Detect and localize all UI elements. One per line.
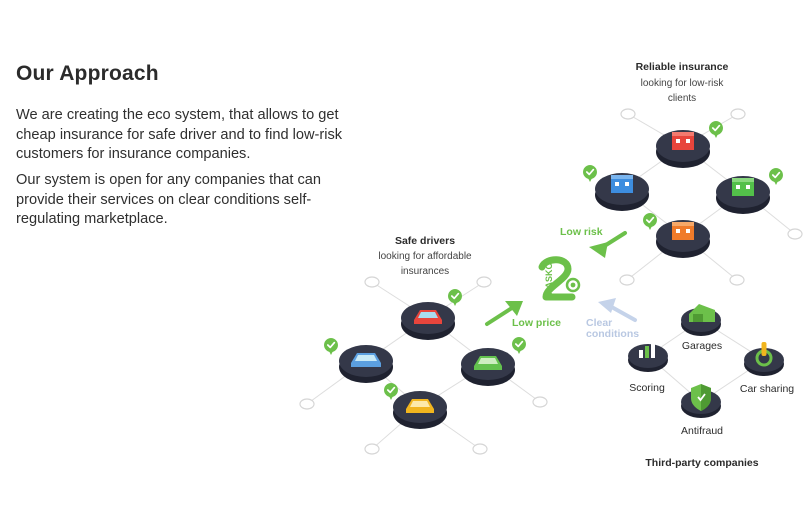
scoring-label: Scoring xyxy=(629,382,665,394)
service-node-antifraud xyxy=(681,384,721,418)
blue-building-icon xyxy=(611,175,633,193)
low-price-label: Low price xyxy=(512,317,561,329)
yellow-car-icon xyxy=(406,399,434,413)
scoring-chart-icon xyxy=(639,342,655,358)
reliable-insurance-line1: looking for low-risk xyxy=(641,78,725,89)
red-car-icon xyxy=(414,310,442,324)
reliable-insurance-line2: clients xyxy=(668,93,696,104)
red-building-icon xyxy=(672,132,694,150)
section-heading: Our Approach xyxy=(16,62,159,85)
service-node-car-sharing xyxy=(744,342,784,376)
orange-building-icon xyxy=(672,222,694,240)
antifraud-label: Antifraud xyxy=(681,425,723,437)
safe-drivers-title: Safe drivers xyxy=(395,235,455,247)
car-node-yellow xyxy=(383,382,447,429)
low-price-arrow xyxy=(485,301,523,326)
shield-icon xyxy=(691,384,711,411)
low-risk-label: Low risk xyxy=(560,226,603,238)
safe-drivers-line1: looking for affordable xyxy=(378,251,472,262)
clear-conditions-label-2: conditions xyxy=(586,328,639,340)
garages-label: Garages xyxy=(682,340,722,352)
safe-drivers-line2: insurances xyxy=(401,266,449,277)
system-paragraph: Our system is open for any companies tha… xyxy=(16,172,321,227)
intro-paragraph: We are creating the eco system, that all… xyxy=(16,107,343,162)
clear-conditions-label-1: Clear xyxy=(586,317,612,329)
low-risk-arrow xyxy=(589,231,627,258)
empty-nodes xyxy=(299,108,803,455)
insurer-node-red xyxy=(656,120,724,168)
reliable-insurance-title: Reliable insurance xyxy=(636,61,729,73)
car-node-green xyxy=(461,336,527,386)
car-node-red xyxy=(401,288,463,340)
blue-car-icon xyxy=(351,353,381,367)
insurer-node-green xyxy=(716,167,784,214)
clear-conditions-arrow xyxy=(598,298,637,322)
green-car-icon xyxy=(474,356,502,370)
service-node-garages xyxy=(681,304,721,336)
kasko-logo-text: KASKO xyxy=(544,262,554,295)
car-sharing-icon xyxy=(755,342,773,367)
car-node-blue xyxy=(323,337,393,383)
insurer-node-orange xyxy=(642,212,710,258)
car-sharing-label: Car sharing xyxy=(740,383,794,395)
third-party-title: Third-party companies xyxy=(645,457,758,469)
kasko-logo-icon: KASKO xyxy=(538,256,581,301)
green-building-icon xyxy=(732,178,754,196)
insurer-node-blue xyxy=(582,164,649,211)
service-node-scoring xyxy=(628,342,668,372)
garage-icon xyxy=(689,304,715,322)
